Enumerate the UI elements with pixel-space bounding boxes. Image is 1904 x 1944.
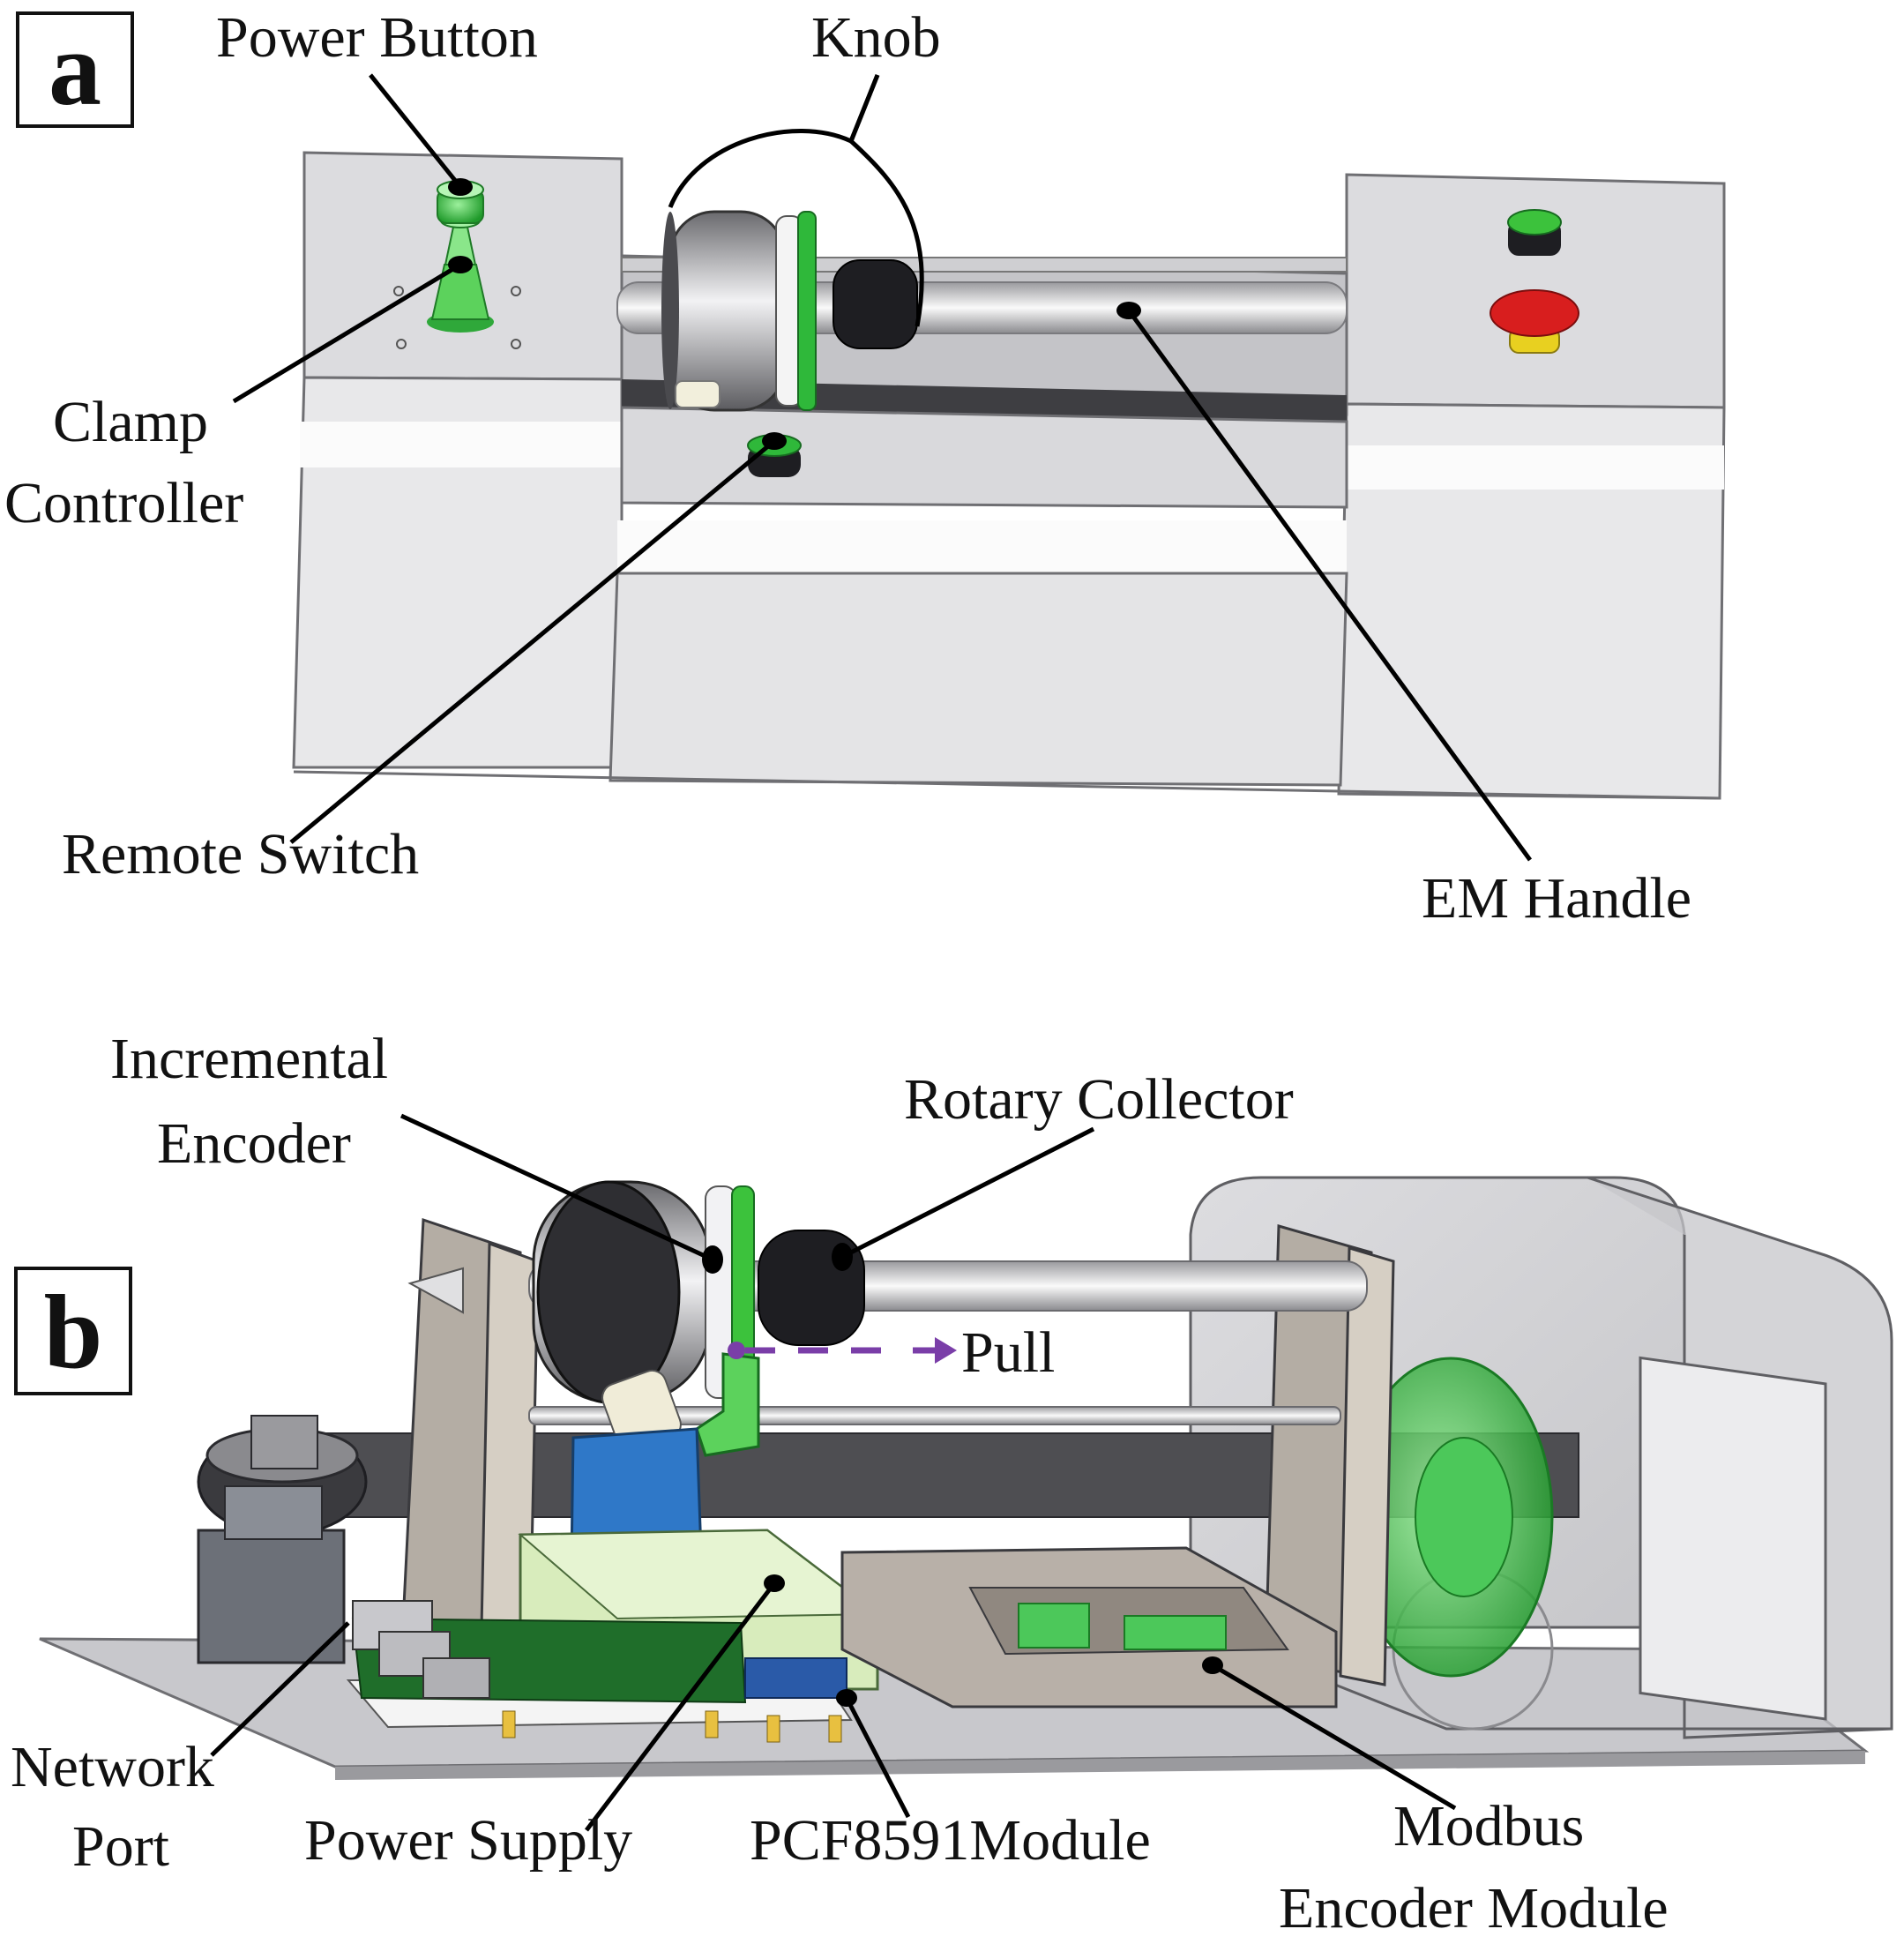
label-pcf8591-module: PCF8591Module (750, 1808, 1151, 1873)
label-modbus-line2: Encoder Module (1279, 1876, 1669, 1940)
label-clamp-controller-line1: Clamp (53, 390, 208, 454)
center-front-top (620, 406, 1348, 509)
center-front-lower (609, 572, 1348, 787)
emergency-stop-button (1490, 289, 1579, 354)
enclosure-window (1639, 1356, 1827, 1721)
center-band (617, 520, 1347, 573)
mount-holes (393, 286, 521, 349)
right-tower-band (1347, 445, 1724, 490)
shaft-tip (407, 1267, 464, 1314)
panel-a: a (4, 5, 1726, 931)
modbus-chip-2 (1124, 1615, 1227, 1650)
green-brake-disc (1348, 1357, 1554, 1678)
modbus-chip-1 (1018, 1603, 1090, 1649)
leader-lines-a (232, 73, 1533, 862)
left-tower-band (300, 422, 622, 467)
controller-board (346, 1600, 853, 1743)
panel-a-letter-box (16, 11, 134, 128)
panel-a-letter: a (49, 10, 101, 127)
label-incremental-encoder-line1: Incremental (110, 1027, 388, 1091)
label-knob: Knob (811, 5, 941, 70)
label-modbus-line1: Modbus (1393, 1794, 1584, 1858)
panel-b-letter: b (44, 1273, 103, 1390)
leader-lines-b (210, 1113, 1457, 1832)
label-clamp-controller-line2: Controller (4, 471, 243, 535)
base-plate-edge (335, 1751, 1865, 1780)
label-network-port-line1: Network (11, 1735, 214, 1799)
green-lever (695, 1352, 760, 1457)
right-upright-face (1339, 1245, 1395, 1686)
label-network-port-line2: Port (72, 1814, 169, 1879)
leader-dots-a (448, 178, 1141, 450)
green-indicator-button (1507, 209, 1562, 256)
label-em-handle: EM Handle (1422, 866, 1691, 931)
label-power-supply: Power Supply (304, 1808, 632, 1873)
label-incremental-encoder-line2: Encoder (157, 1111, 351, 1176)
panel-b: b (11, 1027, 1893, 1940)
pull-arrow (728, 1337, 957, 1364)
pcf8591-module (744, 1657, 847, 1699)
panel-b-letter-box (14, 1267, 132, 1395)
leader-dots-b (702, 1243, 1223, 1707)
label-remote-switch: Remote Switch (62, 822, 419, 886)
label-power-button: Power Button (216, 5, 538, 70)
knob (661, 210, 918, 412)
label-pull: Pull (961, 1320, 1055, 1385)
incremental-encoder (532, 1180, 755, 1404)
label-rotary-collector: Rotary Collector (904, 1067, 1294, 1132)
